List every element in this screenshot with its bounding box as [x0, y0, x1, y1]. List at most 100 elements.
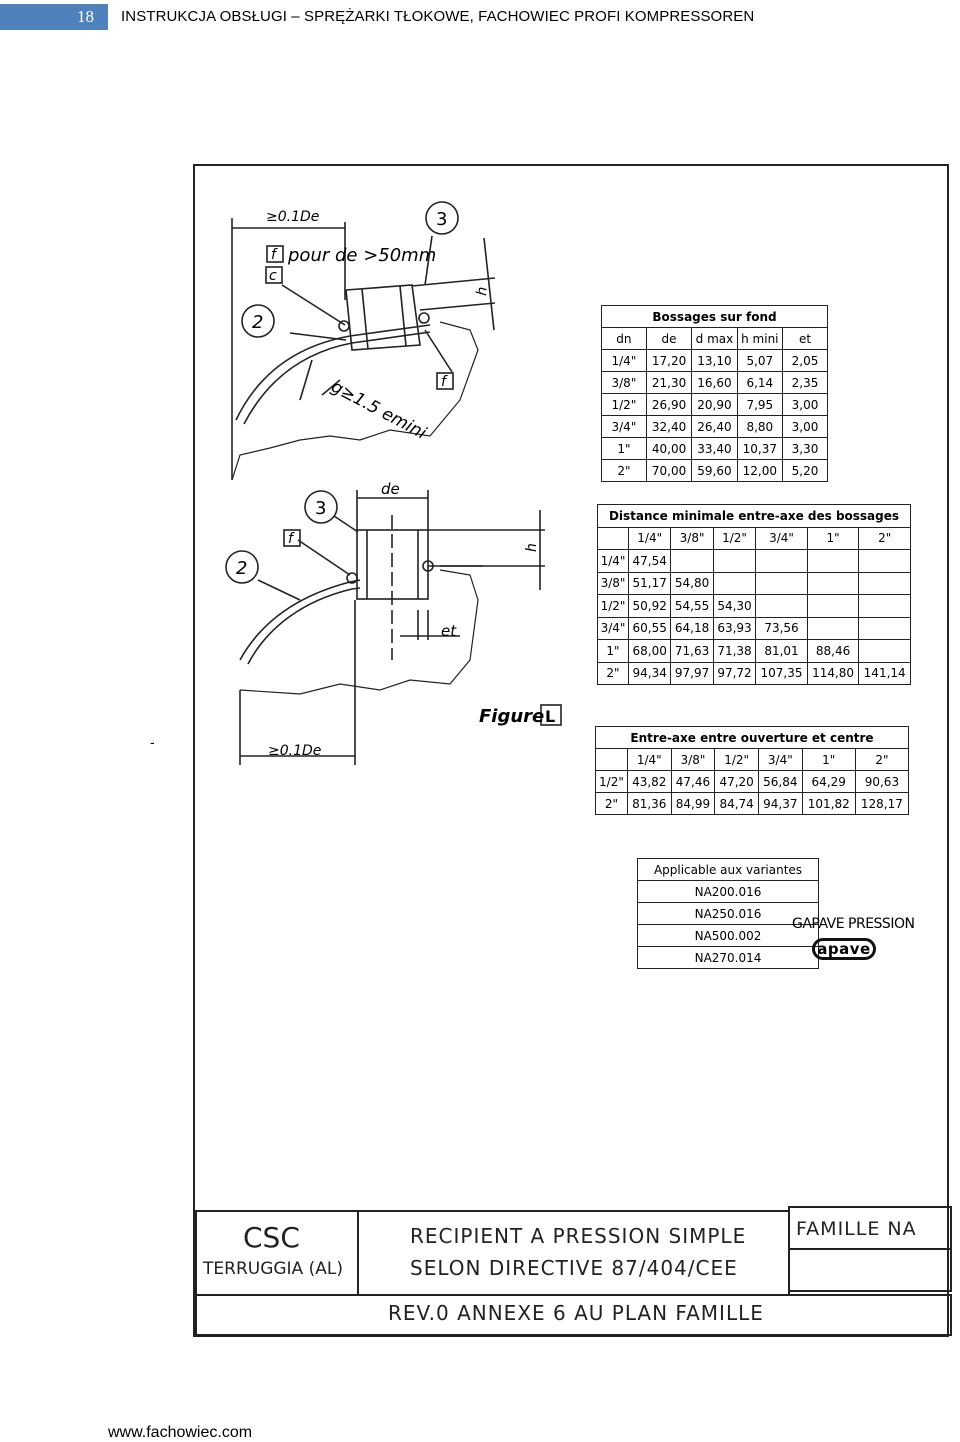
table-cell: 17,20 — [645, 349, 693, 372]
table-cell: 1/2" — [595, 770, 628, 793]
table-cell: 1/4" — [601, 349, 647, 372]
table-row: NA270.014 — [637, 946, 819, 969]
table-cell: 2" — [597, 661, 629, 685]
table-cell: 90,63 — [854, 770, 910, 793]
top-callout-2: 2 — [252, 312, 263, 333]
top-note: pour de >50mm — [287, 245, 436, 266]
column-header: d max — [691, 327, 738, 350]
column-header: 1/4" — [627, 526, 672, 550]
table-cell: 10,37 — [736, 437, 784, 460]
table-cell: 70,00 — [645, 459, 693, 482]
table-row: 1/2" 43,82 47,46 47,20 56,84 64,29 90,63 — [595, 770, 910, 793]
table-cell: 114,80 — [806, 661, 860, 685]
column-header: 1/4" — [626, 748, 672, 771]
table-cell: 7,95 — [736, 393, 784, 416]
table-title: Distance minimale entre-axe des bossages — [597, 504, 911, 528]
table-row: 3/4" 32,40 26,40 8,80 3,00 — [601, 415, 828, 438]
table-cell: 71,63 — [670, 639, 714, 663]
table-cell: 141,14 — [858, 661, 911, 685]
apave-stamp-text: GAPAVE PRESSION — [792, 916, 915, 932]
table-row: NA200.016 — [637, 880, 819, 903]
column-header: 2" — [854, 748, 910, 771]
table-row: 2" 81,36 84,99 84,74 94,37 101,82 128,17 — [595, 792, 910, 815]
table-cell: 47,46 — [670, 770, 716, 793]
table-cell: 40,00 — [645, 437, 693, 460]
page-number: 18 — [0, 4, 108, 30]
table-cell — [755, 594, 808, 618]
entreaxe-table: Entre-axe entre ouverture et centre 1/4"… — [595, 726, 910, 815]
table-title: Entre-axe entre ouverture et centre — [595, 726, 909, 749]
bottom-symbol-f: f — [288, 531, 295, 547]
bossages-table: Bossages sur fond dn de d max h mini et … — [601, 305, 828, 482]
table-row: 3/8" 51,17 54,80 — [597, 571, 911, 595]
table-cell: 3/8" — [601, 371, 647, 394]
table-cell: 54,80 — [670, 571, 714, 595]
table-cell: 2" — [601, 459, 647, 482]
stray-mark: - — [150, 734, 155, 750]
table-cell: 84,74 — [714, 792, 759, 815]
bottom-de-label: de — [381, 480, 400, 498]
table-cell: 12,00 — [736, 459, 784, 482]
table-cell: 33,40 — [691, 437, 738, 460]
table-cell: 2,35 — [782, 371, 828, 394]
table-cell — [806, 594, 860, 618]
column-header: 1" — [806, 526, 860, 550]
bottom-callout-2: 2 — [236, 558, 247, 579]
bottom-callout-3: 3 — [315, 498, 326, 519]
table-cell: 1" — [601, 437, 647, 460]
table-cell: 88,46 — [806, 639, 860, 663]
top-callout-3: 3 — [436, 209, 447, 230]
table-cell: 32,40 — [645, 415, 693, 438]
table-cell: 47,20 — [714, 770, 759, 793]
table-row: 1" 68,00 71,63 71,38 81,01 88,46 — [597, 639, 911, 663]
table-row: 2" 94,34 97,97 97,72 107,35 114,80 141,1… — [597, 661, 911, 685]
table-cell: 26,90 — [645, 393, 693, 416]
table-cell: 3/4" — [597, 616, 629, 640]
distance-table: Distance minimale entre-axe des bossages… — [597, 504, 911, 685]
table-row: 3/8" 21,30 16,60 6,14 2,35 — [601, 371, 828, 394]
column-header: 1/2" — [714, 748, 759, 771]
bottom-h-label: h — [524, 543, 540, 552]
title-block-location: TERRUGGIA (AL) — [203, 1259, 343, 1279]
top-h-label: h — [474, 286, 491, 296]
top-dim-label: ≥0.1De — [266, 209, 319, 225]
table-cell — [806, 571, 860, 595]
table-cell: 1/2" — [601, 393, 647, 416]
table-cell: 97,97 — [670, 661, 714, 685]
table-cell — [712, 549, 757, 573]
table-cell: 81,01 — [755, 639, 808, 663]
title-block-revision: REV.0 ANNEXE 6 AU PLAN FAMILLE — [388, 1301, 764, 1325]
column-header — [597, 526, 629, 550]
column-header: et — [782, 327, 828, 350]
column-header: 3/8" — [670, 748, 716, 771]
table-cell — [806, 616, 860, 640]
column-header: 3/4" — [755, 526, 808, 550]
column-header: 3/8" — [670, 526, 714, 550]
table-row: 1/2" 50,92 54,55 54,30 — [597, 594, 911, 618]
table-cell — [858, 639, 911, 663]
table-cell: NA200.016 — [637, 880, 819, 903]
column-header: h mini — [736, 327, 784, 350]
table-row: 1/4" 17,20 13,10 5,07 2,05 — [601, 349, 828, 372]
table-cell: 8,80 — [736, 415, 784, 438]
table-cell: 64,29 — [801, 770, 856, 793]
bottom-dim-label: ≥0.1De — [268, 743, 321, 759]
table-cell: 5,07 — [736, 349, 784, 372]
title-block-empty-cell — [788, 1248, 952, 1292]
top-f2-label: f — [441, 374, 448, 390]
table-cell — [858, 594, 911, 618]
table-cell: 60,55 — [627, 616, 672, 640]
title-block-line2: SELON DIRECTIVE 87/404/CEE — [410, 1256, 738, 1280]
figure-letter: L — [545, 707, 555, 726]
table-cell — [858, 571, 911, 595]
table-cell: NA270.014 — [637, 946, 819, 969]
table-cell: 101,82 — [801, 792, 856, 815]
table-row: 1/2" 26,90 20,90 7,95 3,00 — [601, 393, 828, 416]
page-title: INSTRUKCJA OBSŁUGI – SPRĘŻARKI TŁOKOWE, … — [121, 8, 755, 25]
table-cell: 26,40 — [691, 415, 738, 438]
table-title: Bossages sur fond — [601, 305, 828, 328]
table-cell: 21,30 — [645, 371, 693, 394]
table-row: 2" 70,00 59,60 12,00 5,20 — [601, 459, 828, 482]
table-cell: 16,60 — [691, 371, 738, 394]
table-cell: 1/4" — [597, 549, 629, 573]
